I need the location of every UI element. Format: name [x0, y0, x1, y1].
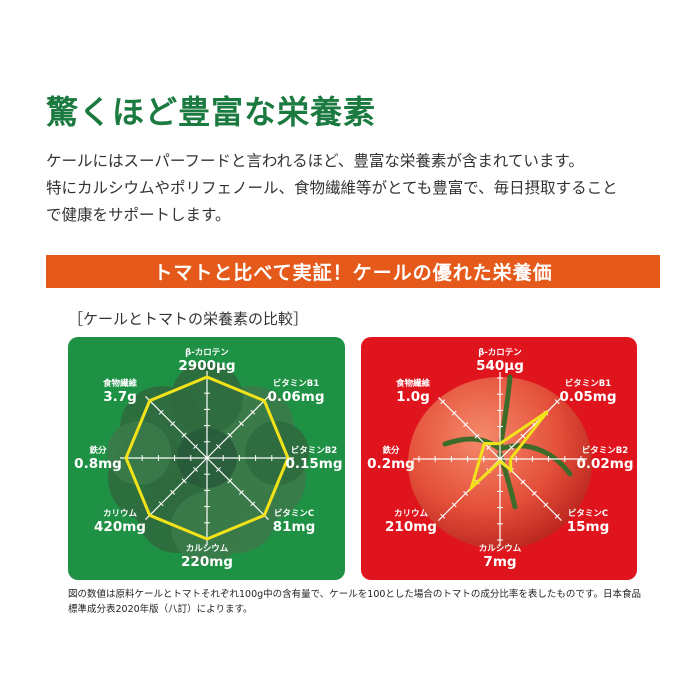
comparison-heading: ［ケールとトマトの栄養素の比較］ [68, 310, 309, 328]
intro-line: 特にカルシウムやポリフェノール、食物繊維等がとても豊富で、毎日摂取すること [46, 179, 618, 197]
section-banner: トマトと比べて実証！ケールの優れた栄養価 [46, 255, 660, 288]
intro-line: で健康をサポートします。 [46, 206, 231, 224]
intro-text: ケールにはスーパーフードと言われるほど、豊富な栄養素が含まれています。 特にカル… [46, 148, 666, 229]
kale-leaves-image [107, 362, 309, 564]
footnote: 図の数値は原料ケールとトマトそれぞれ100g中の含有量で、ケールを100とした場… [68, 589, 641, 615]
kale-radar-chart [107, 362, 309, 564]
banner-text: トマトと比べて実証！ケールの優れた栄養価 [153, 262, 553, 284]
tomato-radar-chart [408, 372, 592, 549]
radar-value-polygon [468, 410, 549, 493]
intro-line: ケールにはスーパーフードと言われるほど、豊富な栄養素が含まれています。 [46, 152, 584, 170]
radar-value-polygon [124, 375, 290, 541]
radar-axes [120, 371, 294, 545]
radar-axes [413, 372, 587, 546]
page-title: 驚くほど豊富な栄養素 [46, 93, 377, 131]
